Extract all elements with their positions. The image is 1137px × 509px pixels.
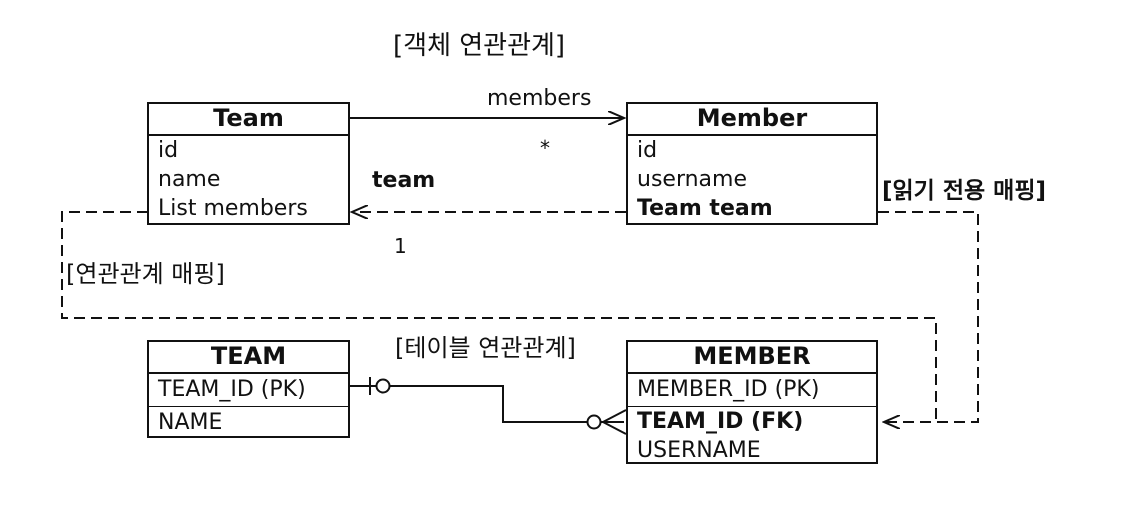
member-table-box: MEMBER MEMBER_ID (PK) TEAM_ID (FK) USERN…: [626, 340, 878, 464]
table-fk-line: [350, 385, 624, 423]
team-label: team: [372, 168, 436, 193]
object-relation-title: [객체 연관관계]: [393, 31, 566, 61]
readonly-mapping-line: [878, 211, 979, 422]
relation-mapping-line: [61, 211, 937, 422]
team-field-members: List members: [158, 196, 308, 221]
member-field-id: id: [637, 138, 658, 163]
crows-foot-upper: [602, 409, 627, 423]
optional-circle-team: [375, 378, 391, 394]
team-field-name: name: [158, 167, 221, 192]
one-multiplicity: 1: [394, 234, 407, 258]
member-table-name: MEMBER: [628, 342, 876, 374]
relation-mapping-label: [연관관계 매핑]: [66, 260, 225, 288]
team-table-field-name: NAME: [158, 410, 223, 435]
team-entity-box: Team id name List members: [147, 102, 350, 225]
member-entity-box: Member id username Team team: [626, 102, 878, 225]
member-entity-name: Member: [628, 104, 876, 136]
crows-foot-lower: [602, 421, 627, 435]
members-label: members: [487, 86, 592, 111]
team-table-pk: TEAM_ID (PK): [149, 374, 348, 407]
member-table-field-username: USERNAME: [637, 438, 761, 463]
readonly-mapping-label: [읽기 전용 매핑]: [882, 178, 1046, 204]
team-table-name: TEAM: [149, 342, 348, 374]
table-relation-title: [테이블 연관관계]: [395, 334, 576, 362]
member-field-team: Team team: [637, 196, 773, 221]
member-field-username: username: [637, 167, 747, 192]
member-table-pk: MEMBER_ID (PK): [628, 374, 876, 407]
many-multiplicity: *: [540, 136, 550, 160]
optional-circle-member: [586, 414, 602, 430]
team-table-box: TEAM TEAM_ID (PK) NAME: [147, 340, 350, 438]
team-field-id: id: [158, 138, 179, 163]
team-entity-name: Team: [149, 104, 348, 136]
member-table-fk: TEAM_ID (FK): [637, 409, 804, 434]
